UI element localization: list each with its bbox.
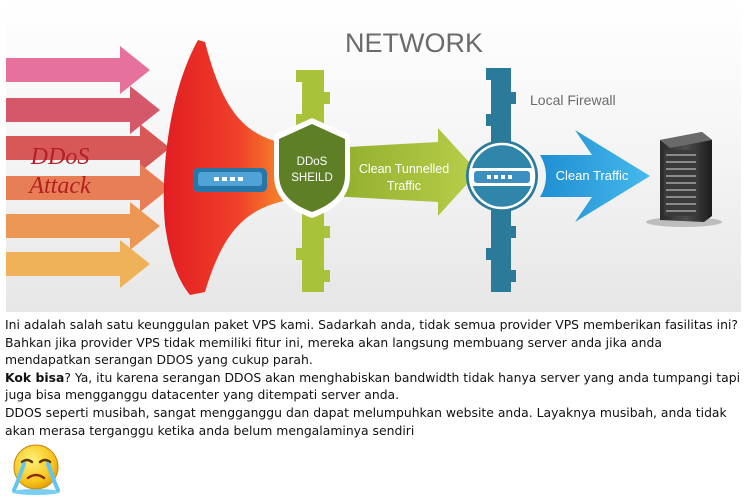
paragraph-analogy: DDOS seperti musibah, sangat mengganggu … (5, 404, 727, 438)
attack-arrow (6, 202, 160, 250)
article-text: Ini adalah salah satu keunggulan paket V… (5, 316, 743, 439)
attack-arrow (6, 240, 150, 288)
tunnel-label-line1: Clean Tunnelled (359, 162, 449, 176)
attack-arrow (6, 86, 160, 134)
attack-funnel (163, 40, 300, 295)
local-firewall-label: Local Firewall (530, 92, 616, 108)
network-title: NETWORK (345, 28, 483, 58)
router-icon (193, 168, 267, 192)
attack-arrow (6, 46, 150, 94)
firewall-router-icon (466, 140, 538, 212)
ddos-shield-icon (274, 118, 350, 218)
shield-label-line1: DDoS (297, 156, 328, 168)
paragraph-intro: Ini adalah salah satu keunggulan paket V… (5, 317, 739, 368)
crying-smiley-icon (12, 444, 60, 495)
attack-arrows (6, 46, 170, 288)
attack-label-line1: DDoS (30, 144, 90, 170)
tunnel-label-line2: Traffic (387, 179, 421, 193)
ddos-protection-diagram: NETWORK DDoS Attack (6, 0, 741, 312)
clean-traffic-label: Clean Traffic (556, 168, 629, 183)
paragraph-why-rest: ? Ya, itu karena serangan DDOS akan meng… (5, 369, 741, 403)
kok-bisa-bold: Kok bisa (5, 369, 65, 385)
attack-label-line2: Attack (27, 173, 91, 199)
attack-arrow (6, 124, 170, 172)
clean-tunnel-arrow (330, 128, 478, 216)
server-icon (646, 132, 722, 227)
clean-traffic-arrow (540, 130, 650, 222)
paragraph-why: Kok bisa? Ya, itu karena serangan DDOS a… (5, 369, 743, 404)
attack-arrow (6, 164, 170, 212)
shield-label-line2: SHEILD (291, 172, 333, 184)
